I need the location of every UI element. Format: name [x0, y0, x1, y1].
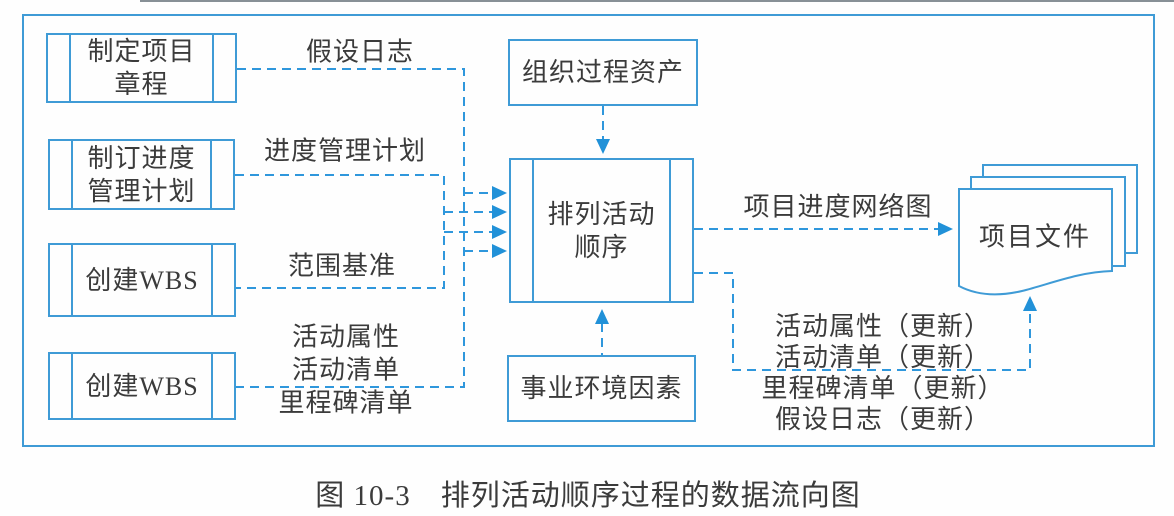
- node-eef-label: 事业环境因素: [520, 374, 683, 403]
- node-sequence-activities-label: 排列活动 顺序: [547, 199, 656, 262]
- flow-label-scope-baseline: 范围基准: [287, 251, 397, 281]
- process-bar-icon: [532, 160, 534, 301]
- process-bar-icon: [69, 35, 71, 101]
- diagram-frame: [22, 14, 1155, 447]
- node-enterprise-environmental-factors: 事业环境因素: [507, 355, 696, 422]
- process-bar-icon: [71, 141, 73, 208]
- flow-label-schedule-management-plan: 进度管理计划: [263, 136, 427, 166]
- flow-label-assumption-log: 假设日志: [305, 37, 415, 67]
- process-bar-icon: [211, 354, 213, 418]
- figure-caption: 图 10-3 排列活动顺序过程的数据流向图: [315, 480, 861, 512]
- node-opa-label: 组织过程资产: [521, 58, 684, 87]
- flow-label-document-updates: 活动属性（更新） 活动清单（更新） 里程碑清单（更新） 假设日志（更新）: [761, 312, 1005, 434]
- node-create-wbs-top: 创建WBS: [48, 243, 236, 317]
- node-project-documents-label: 项目文件: [978, 222, 1092, 252]
- process-bar-icon: [210, 141, 212, 208]
- process-bar-icon: [71, 245, 73, 315]
- node-develop-schedule-plan-label: 制订进度 管理计划: [87, 143, 196, 206]
- flow-label-activity-outputs: 活动属性 活动清单 里程碑清单: [278, 322, 414, 418]
- process-bar-icon: [211, 245, 213, 315]
- process-bar-icon: [71, 354, 73, 418]
- process-bar-icon: [212, 35, 214, 101]
- node-sequence-activities: 排列活动 顺序: [509, 158, 694, 303]
- flow-updates-arrow: [694, 272, 1037, 371]
- node-create-wbs-bottom: 创建WBS: [48, 352, 236, 420]
- node-develop-charter: 制定项目 章程: [46, 33, 237, 103]
- node-develop-schedule-plan: 制订进度 管理计划: [48, 139, 235, 210]
- page-scan-artifact-line: [140, 0, 1174, 2]
- flow-schedule-plan-scope-trunk: [235, 174, 445, 289]
- node-create-wbs-bottom-label: 创建WBS: [85, 371, 199, 401]
- process-bar-icon: [669, 160, 671, 301]
- node-develop-charter-label: 制定项目 章程: [87, 37, 196, 99]
- flow-label-network-diagram: 项目进度网络图: [743, 192, 933, 222]
- document-page-front: [958, 188, 1113, 296]
- node-create-wbs-top-label: 创建WBS: [85, 265, 199, 295]
- flow-assumption-log-trunk: [236, 68, 465, 388]
- node-organizational-process-assets: 组织过程资产: [508, 39, 698, 106]
